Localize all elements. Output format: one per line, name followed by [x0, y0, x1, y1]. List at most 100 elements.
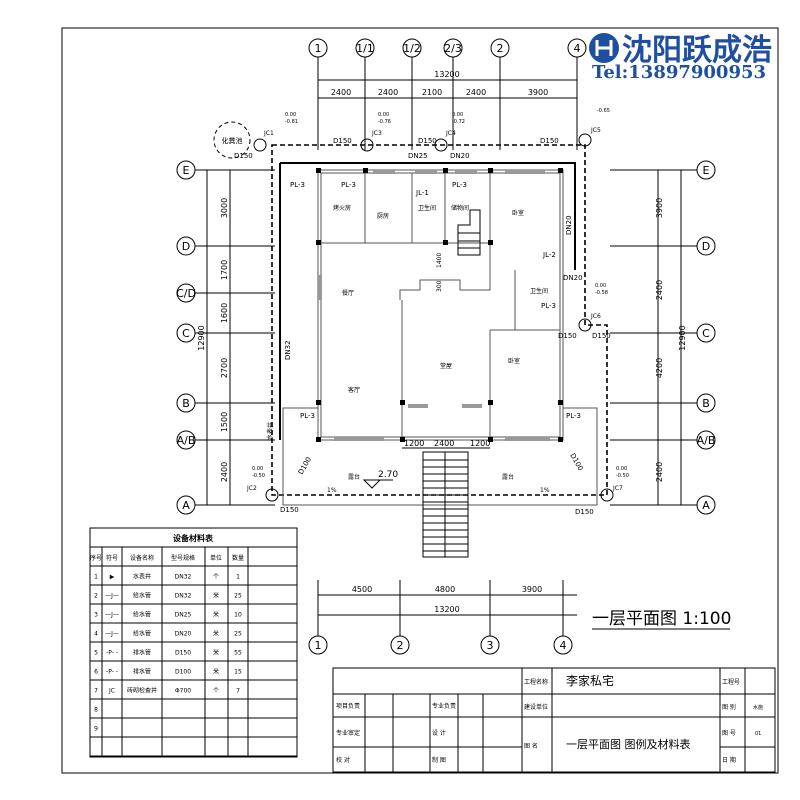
drawing-no-value: 01 [755, 731, 761, 737]
inspection-well [600, 488, 614, 502]
dim-label: 1400 [436, 253, 443, 268]
table-cell-name: 给水管 [133, 592, 151, 600]
axis-circle [390, 635, 410, 655]
inspection-well [253, 138, 267, 152]
table-cell-unit: 米 [213, 668, 219, 676]
left-dimensions: 12900 3000 1700 1600 2700 1500 2400 [197, 170, 231, 505]
room-label: 露台 [502, 473, 514, 481]
table-header: 符号 [106, 554, 118, 562]
table-cell-qty: 1 [236, 574, 240, 581]
axis-label: E [703, 164, 710, 177]
pipe-label: DN20 [565, 215, 573, 235]
slope-label: 1% [327, 487, 337, 494]
table-cell-no: 1 [94, 574, 98, 581]
pipe-label: D150 [333, 137, 352, 145]
pipe-label: D150 [558, 332, 577, 340]
pipe-label: D150 [280, 506, 299, 514]
riser-label: PL-3 [541, 302, 556, 310]
axis-circle [308, 38, 328, 58]
axis-label: A/B [697, 434, 716, 447]
table-cell-no: 8 [94, 707, 98, 714]
riser-label: PL-3 [290, 181, 305, 189]
well-label: JC4 [445, 130, 456, 137]
watermark-logo: 沈阳跃成浩 Tel:13897900953 [589, 33, 772, 83]
well-label: JC1 [263, 130, 274, 137]
well-label: JC2 [246, 485, 257, 492]
role-label: 校 对 [336, 756, 350, 764]
table-cell-symbol: —J— [105, 612, 119, 619]
dim-label: 2400 [378, 88, 398, 97]
room-label: 卫生间 [418, 204, 436, 212]
well-level: 0.00 [378, 112, 389, 118]
axis-label: 2 [497, 42, 504, 55]
table-cell-symbol: —J— [105, 631, 119, 638]
axis-circle [490, 38, 510, 58]
table-header: 序号 [90, 554, 102, 562]
dim-label: 300 [436, 280, 443, 292]
axis-label: C/D [176, 287, 196, 300]
axis-label: D [702, 240, 710, 253]
axis-circle [176, 283, 196, 303]
table-header: 数量 [232, 554, 244, 562]
dim-label: 3900 [522, 585, 542, 594]
dim-label: 3900 [655, 198, 664, 218]
axis-circle [480, 635, 500, 655]
well-level: -0.50 [252, 473, 265, 479]
title-block: 工程名称 李家私宅 工程号 建设单位 图 名 一层平面图 图例及材料表 图 别 … [332, 667, 776, 773]
axis-circle [355, 38, 375, 58]
role-label: 制 图 [432, 756, 446, 764]
table-cell-spec: DN25 [175, 612, 192, 619]
dim-label: 1200 [404, 439, 424, 448]
dim-label: 1600 [220, 303, 229, 323]
pipe-label: D150 [418, 137, 437, 145]
well-level: -0.81 [285, 119, 298, 125]
axis-label: E [183, 164, 190, 177]
axis-label: 1/2 [403, 42, 421, 55]
table-cell-spec: DN20 [175, 631, 192, 638]
inspection-well [434, 138, 448, 152]
dim-label: 2400 [434, 439, 454, 448]
drawing-name: 一层平面图 图例及材料表 [566, 737, 691, 751]
axis-circle [176, 323, 196, 343]
axis-label: 3 [487, 639, 494, 652]
axis-label: 1 [315, 42, 322, 55]
axis-circle [443, 38, 463, 58]
room-label: 烤火房 [333, 204, 351, 212]
dim-label: 3900 [528, 88, 548, 97]
axis-circle [696, 430, 716, 450]
pipe-label: D100 [297, 456, 313, 476]
top-dimensions: 13200 2400 2400 2100 2400 3900 [318, 70, 577, 99]
project-name: 李家私宅 [566, 673, 614, 688]
riser-label: PL-3 [300, 412, 315, 420]
table-cell-symbol: ▶ [110, 574, 115, 581]
axis-label: 1 [315, 639, 322, 652]
axis-circle [176, 236, 196, 256]
well-level: -0.65 [597, 108, 610, 114]
well-label: JC7 [612, 485, 623, 492]
table-cell-spec: DN32 [175, 593, 192, 600]
right-dimensions: 12900 3900 2400 4200 2400 [655, 170, 687, 505]
dim-label: 2400 [220, 462, 229, 482]
dim-label: 4500 [352, 585, 372, 594]
table-cell-name: 排水管 [133, 649, 151, 657]
table-header: 型号规格 [171, 554, 195, 562]
well-level: 0.00 [452, 112, 463, 118]
inspection-well [578, 133, 592, 147]
bottom-dimensions: 4500 4800 3900 13200 [318, 585, 577, 616]
table-cell-qty: 15 [234, 669, 242, 676]
dim-label: 4200 [655, 358, 664, 378]
table-cell-spec: D150 [175, 650, 191, 657]
axis-circle [308, 635, 328, 655]
room-label: 露台 [348, 473, 360, 481]
axis-circle [402, 38, 422, 58]
riser-label: JL-2 [542, 251, 556, 259]
inspection-well [578, 318, 592, 332]
category-label: 图 别 [722, 703, 736, 711]
table-cell-no: 4 [94, 631, 98, 638]
pipe-label: DN32 [284, 340, 292, 360]
dim-label: 2400 [655, 280, 664, 300]
table-cell-qty: 25 [234, 593, 242, 600]
